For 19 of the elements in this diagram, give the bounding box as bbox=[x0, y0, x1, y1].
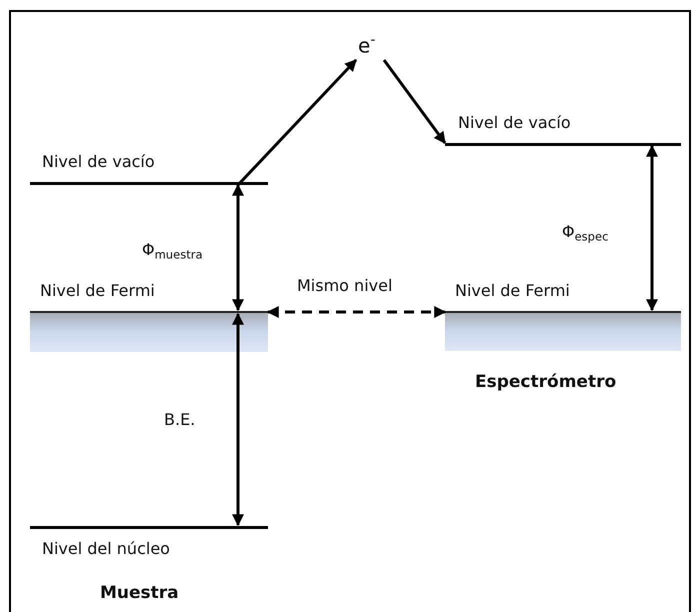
energy-level bbox=[445, 113, 681, 146]
dashed-arrow bbox=[266, 306, 446, 318]
fermi-level-band bbox=[445, 281, 681, 351]
arrow bbox=[236, 58, 358, 186]
fermi-level-band bbox=[30, 281, 268, 352]
level-label: Nivel de Fermi bbox=[40, 281, 155, 300]
panel-title: Muestra bbox=[100, 583, 179, 604]
level-label: Nivel de Fermi bbox=[455, 281, 570, 300]
arrow bbox=[382, 59, 446, 144]
level-label: Nivel del núcleo bbox=[42, 539, 170, 558]
arrow bbox=[232, 312, 244, 526]
level-label: Nivel de vacío bbox=[458, 113, 571, 132]
energy-level bbox=[30, 152, 268, 185]
edge-label: Φ$_{espec}$ bbox=[560, 222, 610, 244]
arrow bbox=[646, 144, 658, 312]
level-label: Nivel de vacío bbox=[42, 152, 155, 172]
arrow bbox=[232, 184, 244, 312]
panel-title: Espectrómetro bbox=[475, 372, 616, 392]
electron-label: e$^{-}$ bbox=[352, 30, 386, 60]
